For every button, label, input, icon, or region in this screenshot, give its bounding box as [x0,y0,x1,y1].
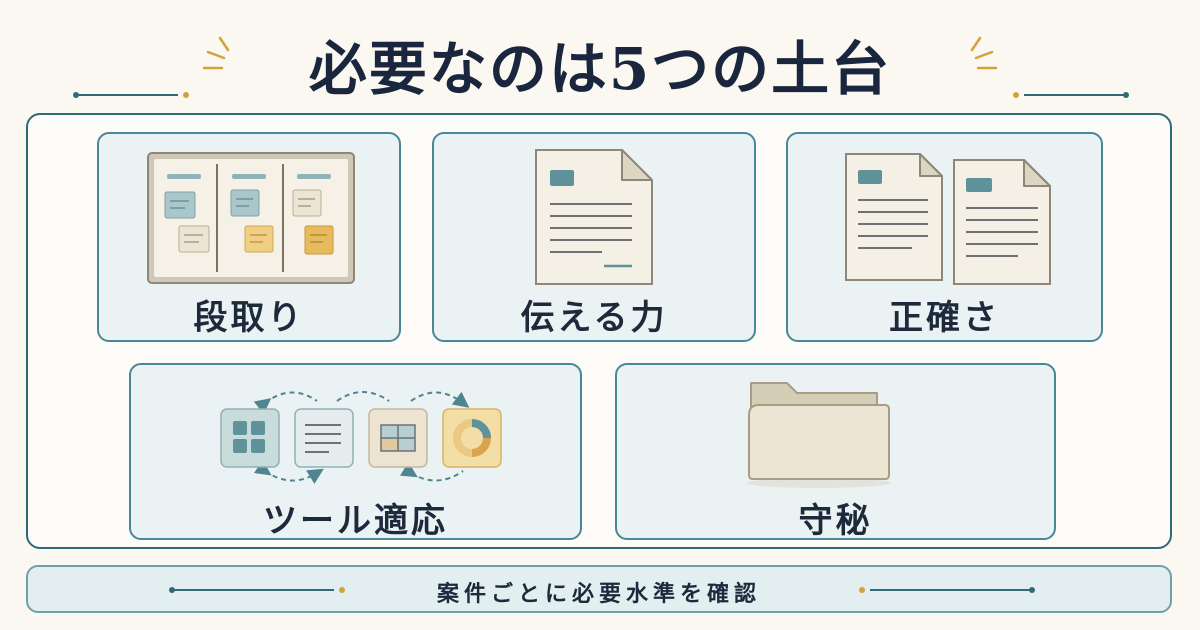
footer-bar: 案件ごとに必要水準を確認 [26,565,1172,613]
card-label-tsutaeru: 伝える力 [520,298,668,338]
card-shuhi: 守秘 [615,363,1056,541]
card-seikaku: 正確さ [786,132,1103,342]
page-title: 必要なのは5つの土台 [308,35,892,103]
two-documents-icon [845,153,1051,285]
card-label-shuhi: 守秘 [798,501,873,541]
card-label-seikaku: 正確さ [889,298,1000,338]
kanban-board-icon [147,152,355,284]
card-label-dandori: 段取り [193,298,305,338]
footer-text: 案件ごとに必要水準を確認 [436,582,761,607]
document-icon [535,149,653,285]
right-sparkle-accent [970,36,998,70]
footer-left-divider [169,587,345,593]
card-tool: ツール適応 [129,363,582,541]
footer-right-divider [859,587,1035,593]
title-right-divider [1013,92,1129,98]
card-tsutaeru: 伝える力 [432,132,756,342]
title-left-divider [73,92,189,98]
card-label-tool: ツール適応 [263,501,448,541]
left-sparkle-accent [202,36,230,70]
folder-icon [747,382,891,488]
card-dandori: 段取り [97,132,401,342]
tool-switching-icon [220,391,502,485]
